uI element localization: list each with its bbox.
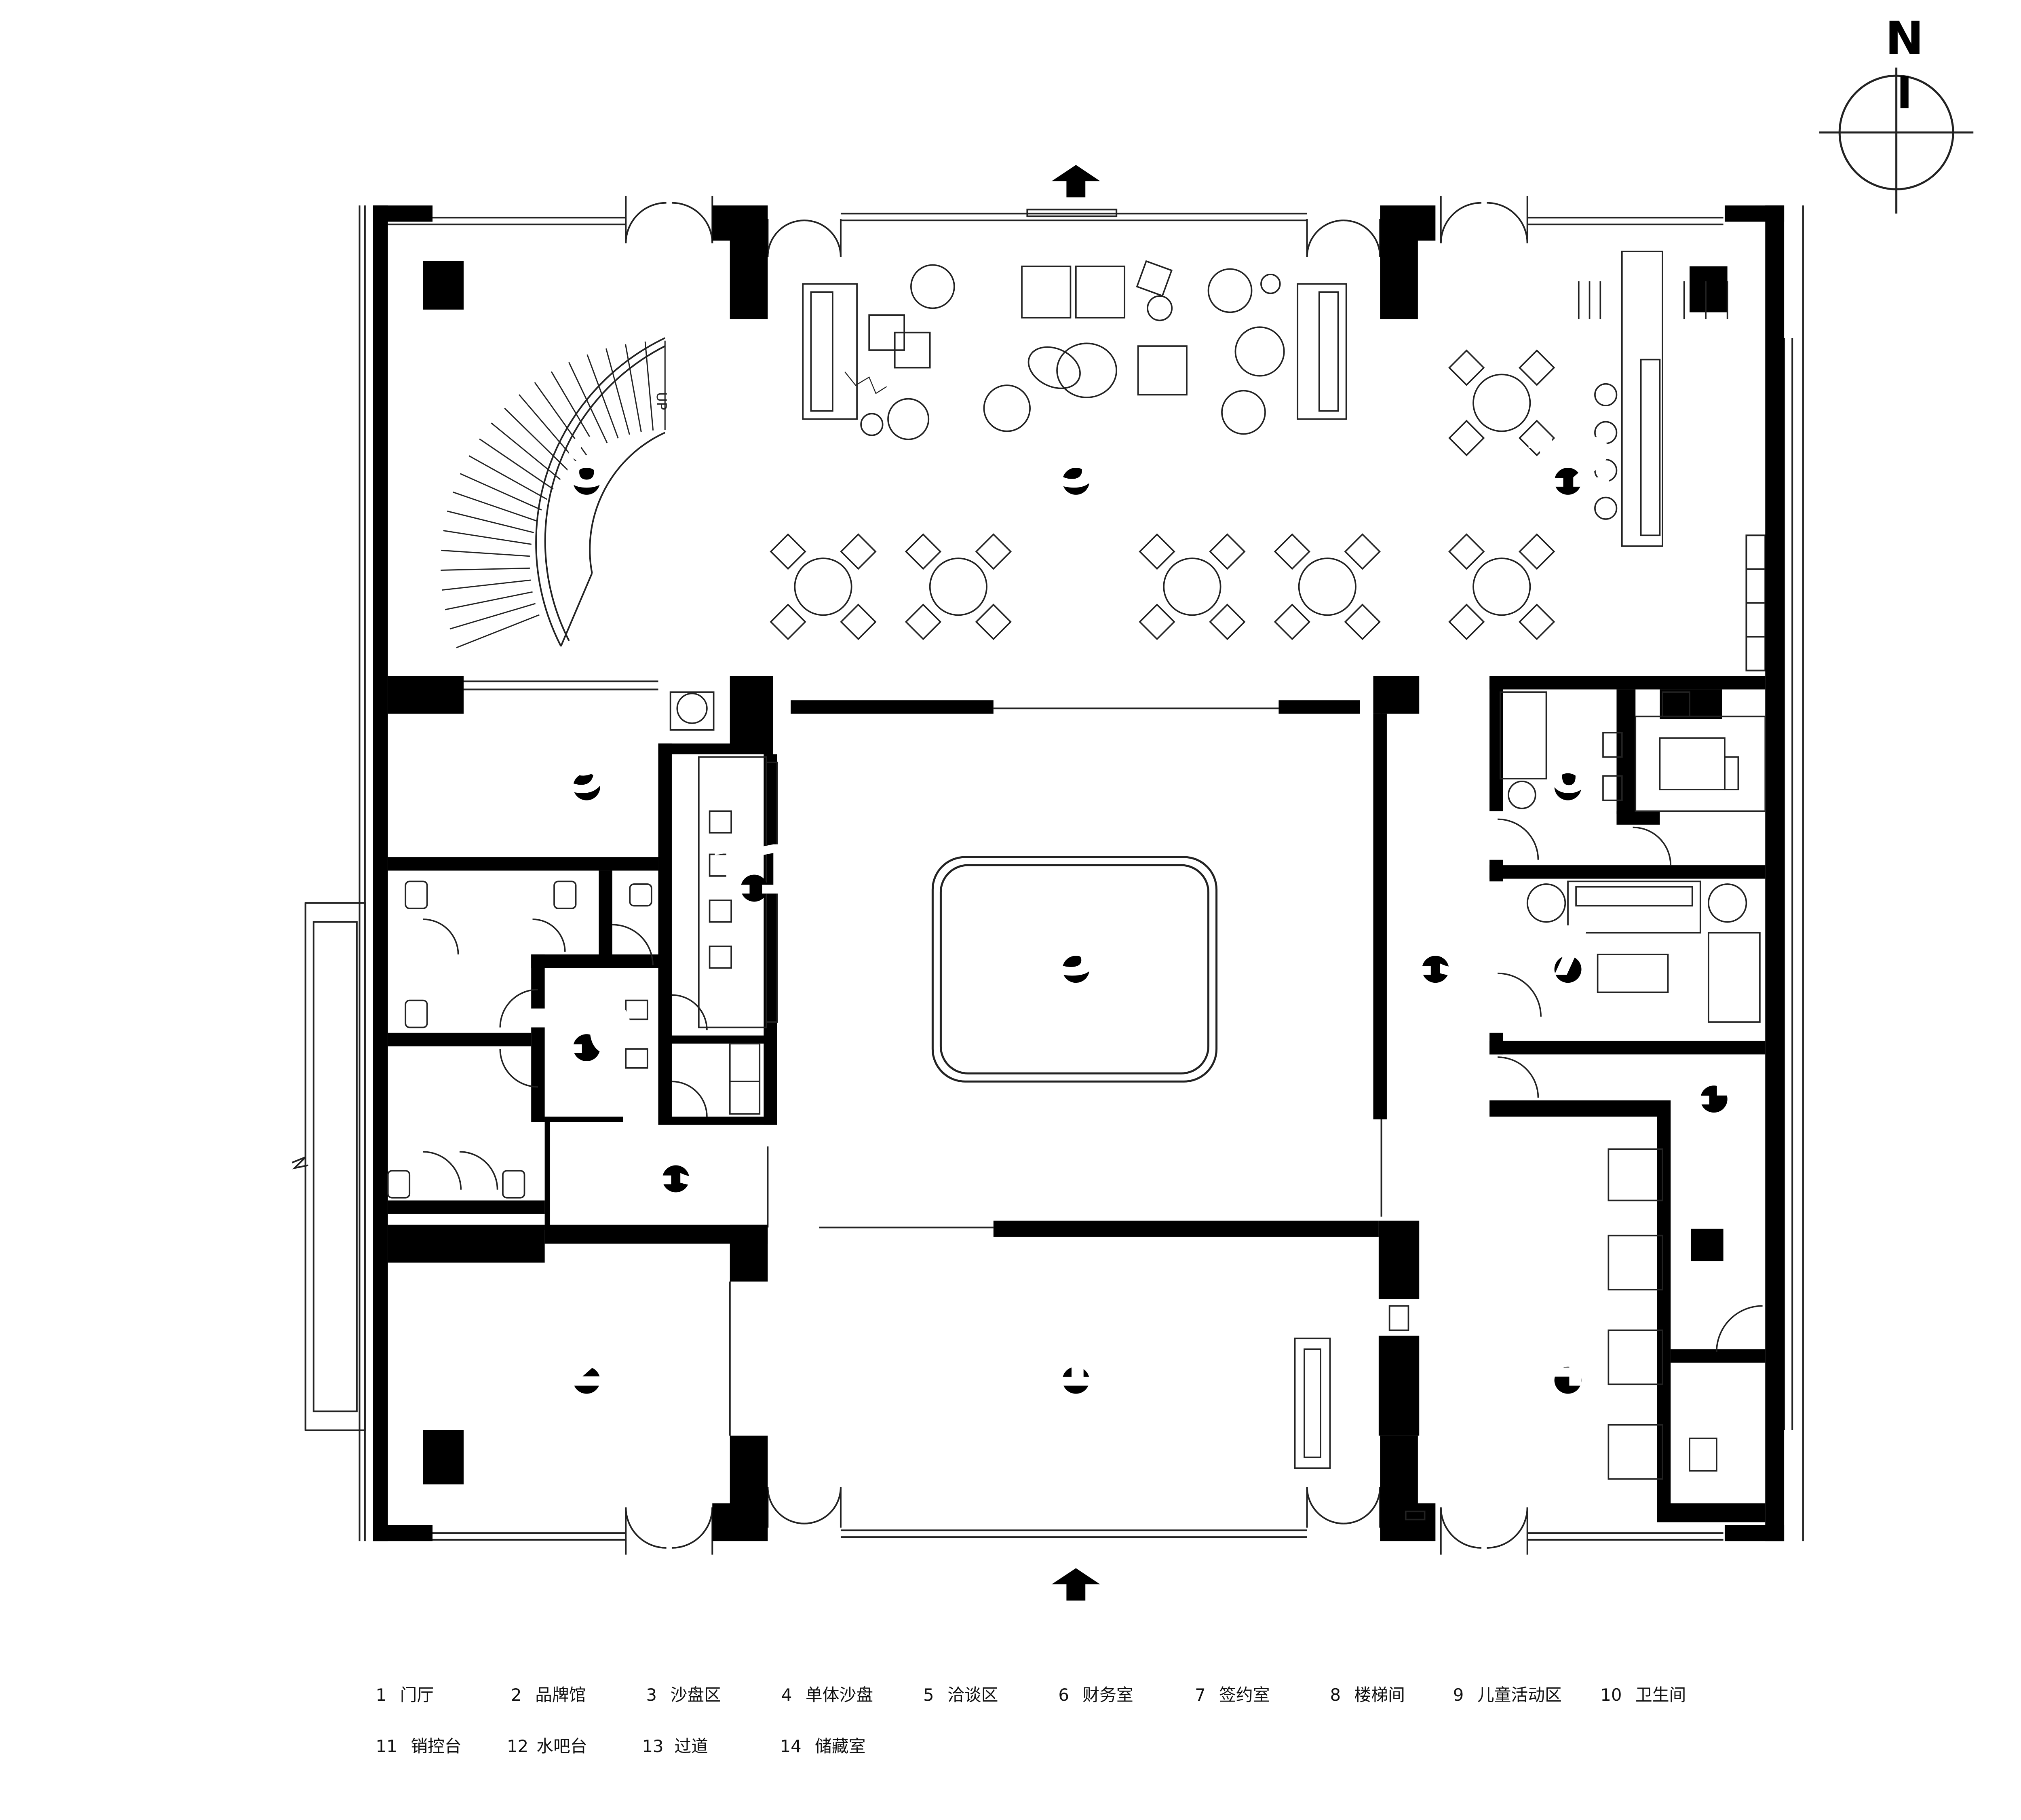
compass-needle [1900, 76, 1909, 108]
stair-tread [568, 362, 608, 443]
svg-text:1: 1 [1053, 1324, 1099, 1402]
stair-tread [441, 567, 530, 571]
south-entrance-arrow-icon [1051, 1568, 1101, 1601]
office-furniture [1294, 691, 1766, 1520]
stair-tread [624, 344, 642, 432]
room-marker-13-east: 13 [1388, 912, 1483, 991]
walls [373, 205, 1785, 1541]
stair-tread [518, 394, 578, 463]
lounge-furniture [770, 251, 1728, 640]
stair-tread [479, 438, 554, 490]
spiral-staircase: UP [441, 337, 669, 648]
dining-table-set [1448, 349, 1555, 456]
room-marker-5: 5 [1053, 424, 1099, 503]
svg-text:6: 6 [1544, 730, 1591, 809]
stair-tread [551, 371, 597, 449]
stair-tread [534, 382, 587, 456]
sand-table-model [931, 856, 1218, 1083]
north-exit-arrow-icon [1051, 165, 1101, 198]
stair-up-note: UP [654, 392, 669, 410]
room-marker-4: 4 [1544, 1324, 1591, 1402]
stair-tread [468, 455, 547, 500]
room-markers: 1 2 3 4 5 6 7 8 9 10 11 12 13 13 14 [540, 424, 1761, 1402]
svg-text:10: 10 [540, 991, 634, 1069]
room-marker-13-west: 13 [629, 1122, 723, 1200]
stair-tread [445, 591, 533, 610]
dining-table-set [770, 533, 877, 640]
room-marker-14: 14 [1667, 1042, 1761, 1121]
stair-tread [449, 603, 536, 630]
svg-text:14: 14 [1667, 1042, 1761, 1121]
room-marker-9: 9 [563, 730, 610, 809]
room-marker-8: 8 [563, 424, 610, 503]
stair-tread [491, 422, 561, 480]
dining-table-set [1448, 533, 1555, 640]
stair-tread [443, 530, 532, 545]
dining-table-set [905, 533, 1012, 640]
room-marker-12: 12 [1521, 424, 1615, 503]
svg-text:7: 7 [1544, 912, 1591, 991]
dining-table-set [1139, 533, 1246, 640]
north-compass: N [1819, 11, 1974, 214]
svg-text:12: 12 [1521, 424, 1615, 503]
stair-tread [452, 491, 538, 522]
stair-tread [447, 510, 534, 533]
stair-tread [456, 614, 540, 648]
dining-table-set [1274, 533, 1381, 640]
svg-text:13: 13 [629, 1122, 723, 1200]
stair-tread [605, 348, 630, 435]
stair-tread [460, 473, 542, 511]
room-marker-3: 3 [1053, 912, 1099, 991]
north-label: N [1885, 11, 1924, 65]
stair-tread [504, 407, 569, 471]
svg-text:2: 2 [563, 1324, 610, 1402]
svg-text:9: 9 [563, 730, 610, 809]
stair-tread [644, 341, 654, 431]
service-fixtures [387, 691, 778, 1199]
svg-text:5: 5 [1053, 424, 1099, 503]
room-marker-6: 6 [1544, 730, 1591, 809]
room-marker-7: 7 [1544, 912, 1591, 991]
stair-tread [586, 354, 619, 439]
room-marker-10: 10 [540, 991, 634, 1069]
svg-text:8: 8 [563, 424, 610, 503]
stair-tread [441, 549, 530, 557]
room-marker-2: 2 [563, 1324, 610, 1402]
svg-text:11: 11 [707, 831, 802, 910]
svg-text:4: 4 [1544, 1324, 1591, 1402]
stair-tread [442, 579, 531, 591]
svg-text:3: 3 [1053, 912, 1099, 991]
room-marker-11: 11 [707, 831, 802, 910]
room-marker-1: 1 [1053, 1324, 1099, 1402]
svg-text:13: 13 [1388, 912, 1483, 991]
